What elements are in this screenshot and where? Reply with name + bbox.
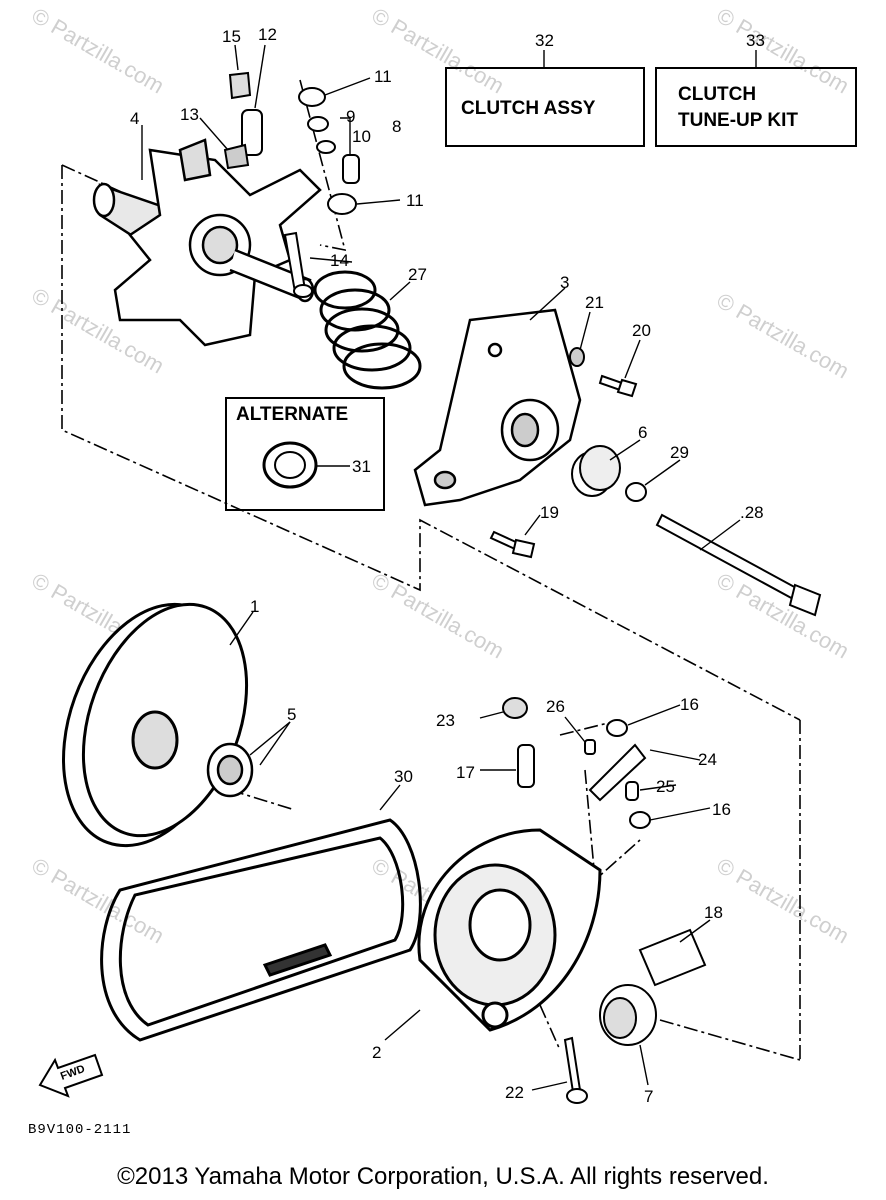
drawing-code: B9V100-2111 xyxy=(28,1122,132,1138)
callout-31: 31 xyxy=(352,457,371,476)
part-30-drive-belt xyxy=(100,818,422,1042)
callout-28: .28 xyxy=(740,503,764,522)
callout-20: 20 xyxy=(632,321,651,340)
callout-32: 32 xyxy=(535,31,554,50)
callout-23: 23 xyxy=(436,711,455,730)
part-1-fixed-sheave xyxy=(62,602,249,848)
callout-6: 6 xyxy=(638,423,647,442)
callout-12: 12 xyxy=(258,25,277,44)
clutch-assy-label: CLUTCH ASSY xyxy=(461,98,596,119)
parts-9-10-11-12-13-15 xyxy=(223,71,360,298)
callout-33: 33 xyxy=(746,31,765,50)
callout-3: 3 xyxy=(560,273,569,292)
callout-16-bottom: 16 xyxy=(712,800,731,819)
callout-11-bottom: 11 xyxy=(406,191,424,210)
leader-lines xyxy=(141,44,757,1091)
callout-19: 19 xyxy=(540,503,559,522)
callout-1: 1 xyxy=(250,597,259,616)
fwd-arrow-icon: FWD xyxy=(38,1053,104,1098)
part-2-movable-sheave xyxy=(417,828,602,1032)
callout-22: 22 xyxy=(505,1083,524,1102)
callout-18: 18 xyxy=(704,903,723,922)
part-4-spider-assembly xyxy=(92,138,322,347)
callout-10: 10 xyxy=(352,127,371,146)
clutch-tuneup-label-line1: CLUTCH xyxy=(678,84,756,105)
clutch-tuneup-label-line2: TUNE-UP KIT xyxy=(678,110,798,131)
part-3-cover xyxy=(413,308,582,507)
watermark: © Partzilla.com xyxy=(28,853,169,949)
callout-4: 4 xyxy=(130,109,139,128)
callout-11-top: 11 xyxy=(374,67,392,86)
callout-26: 26 xyxy=(546,697,565,716)
watermark: © Partzilla.com xyxy=(368,568,509,664)
alternate-label: ALTERNATE xyxy=(236,404,348,425)
callout-21: 21 xyxy=(585,293,604,312)
clutch-tuneup-kit-box: CLUTCH TUNE-UP KIT xyxy=(655,67,857,147)
callout-25: 25 xyxy=(656,777,675,796)
callout-13: 13 xyxy=(180,105,199,124)
callout-27: 27 xyxy=(408,265,427,284)
watermark: © Partzilla.com xyxy=(28,3,169,99)
callout-14: 14 xyxy=(330,251,349,270)
clutch-assy-box: CLUTCH ASSY xyxy=(445,67,645,147)
callout-8: 8 xyxy=(392,117,401,136)
callout-5: 5 xyxy=(287,705,296,724)
callout-24: 24 xyxy=(698,750,717,769)
callout-7: 7 xyxy=(644,1087,653,1106)
watermark: © Partzilla.com xyxy=(713,853,854,949)
watermark: © Partzilla.com xyxy=(713,288,854,384)
callout-numbers: 32 33 15 12 13 4 11 9 10 8 11 14 27 3 21… xyxy=(130,25,765,1106)
part-27-spring xyxy=(313,270,422,390)
callout-17: 17 xyxy=(456,763,475,782)
callout-16-top: 16 xyxy=(680,695,699,714)
callout-15: 15 xyxy=(222,27,241,46)
callout-9: 9 xyxy=(346,107,355,126)
callout-30: 30 xyxy=(394,767,413,786)
copyright-notice: ©2013 Yamaha Motor Corporation, U.S.A. A… xyxy=(117,1163,769,1190)
parts-7-16-17-18-22-to-26 xyxy=(502,697,707,1104)
parts-6-19-20-21-28-29 xyxy=(489,347,822,617)
alternate-box: ALTERNATE xyxy=(225,397,385,511)
part-5-bearing xyxy=(206,742,254,798)
callout-2: 2 xyxy=(372,1043,381,1062)
callout-29: 29 xyxy=(670,443,689,462)
